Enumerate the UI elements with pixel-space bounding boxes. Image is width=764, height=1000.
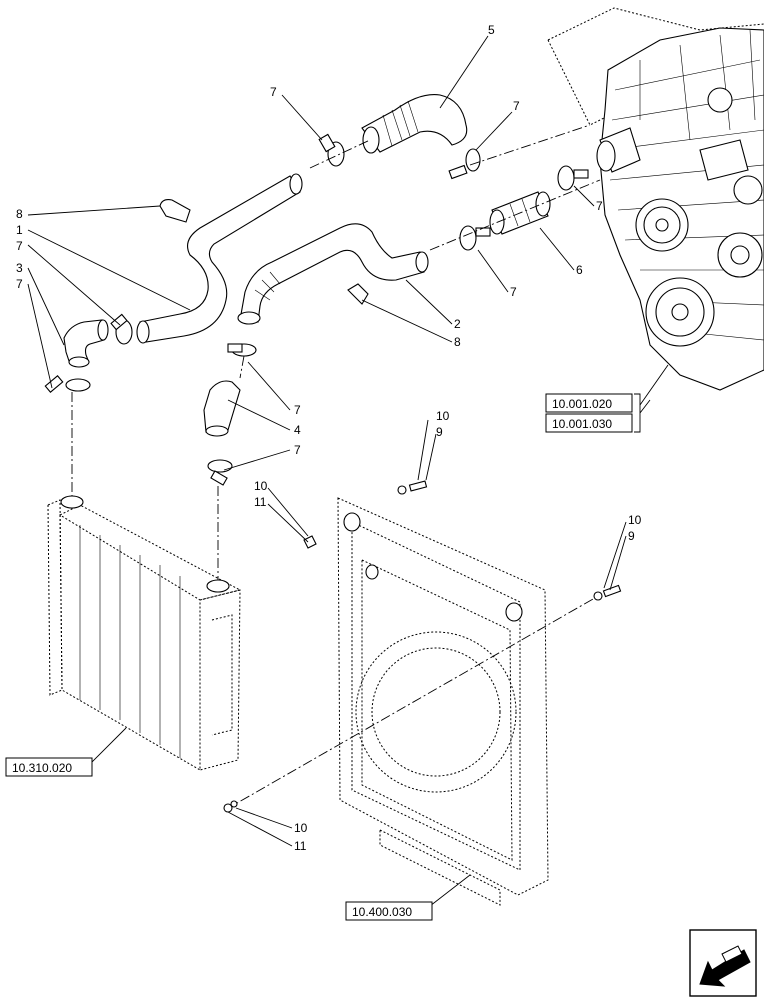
callout-2: 2	[454, 317, 461, 331]
ref-engine-b-label: 10.001.030	[552, 417, 612, 431]
ref-shroud[interactable]: 10.400.030	[345, 901, 433, 921]
callout-7-mid-right: 7	[510, 285, 517, 299]
callout-7-top: 7	[270, 85, 277, 99]
radiator	[47, 495, 242, 771]
callout-11-left: 11	[254, 495, 267, 509]
ref-engine-a-label: 10.001.020	[552, 397, 612, 411]
ref-radiator-label: 10.310.020	[12, 761, 72, 775]
callout-7-right-top: 7	[513, 99, 520, 113]
callout-7-center-b: 7	[294, 443, 301, 457]
engine-illustration	[547, 7, 764, 406]
callout-labels: 5 7 7 7 6 7 2 8 7 4 7 8 1 7 3 7 10 9 10 …	[16, 23, 642, 853]
callout-10-right: 10	[628, 513, 642, 527]
ref-engine-a[interactable]: 10.001.020	[545, 393, 633, 413]
ref-shroud-label: 10.400.030	[352, 905, 412, 919]
hose-4	[203, 380, 241, 437]
callout-10-bottom: 10	[294, 821, 308, 835]
bracket-group	[159, 199, 369, 305]
callout-7-center-a: 7	[294, 403, 301, 417]
callout-5: 5	[488, 23, 495, 37]
callout-11-bottom: 11	[294, 839, 307, 853]
callout-7-left-a: 7	[16, 239, 23, 253]
callout-1: 1	[16, 223, 23, 237]
callout-6: 6	[576, 263, 583, 277]
hardware-group	[223, 480, 622, 813]
callout-10-left: 10	[254, 479, 268, 493]
hose-1	[136, 173, 303, 344]
callout-8-right: 8	[454, 335, 461, 349]
callout-9-top: 9	[436, 425, 443, 439]
callout-8-left: 8	[16, 207, 23, 221]
callout-9-right: 9	[628, 529, 635, 543]
hose-5	[361, 94, 468, 154]
centerlines	[71, 124, 601, 811]
callout-3: 3	[16, 261, 23, 275]
next-page-arrow-icon[interactable]	[689, 929, 757, 997]
callout-7-left-b: 7	[16, 277, 23, 291]
callout-7-right-mid: 7	[596, 199, 603, 213]
hose-3	[63, 319, 109, 368]
ref-engine-b[interactable]: 10.001.030	[545, 413, 633, 433]
callout-4: 4	[294, 423, 301, 437]
leader-lines	[27, 35, 627, 907]
callout-10-top: 10	[436, 409, 450, 423]
fan-shroud	[337, 497, 549, 906]
clamp-group	[44, 133, 589, 486]
hose-2	[237, 223, 429, 325]
ref-radiator[interactable]: 10.310.020	[5, 757, 93, 777]
